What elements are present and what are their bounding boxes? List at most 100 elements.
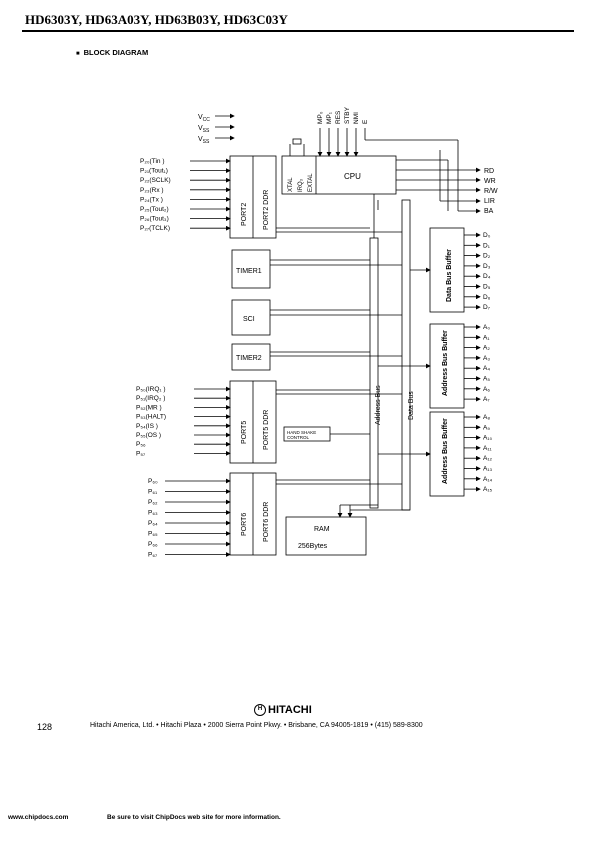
port6-pin-label: P₆₃ [148, 510, 158, 517]
port6-pin-label: P₆₆ [148, 541, 158, 548]
control-output-label: R/W [484, 188, 498, 195]
section-bullet: ■ [76, 51, 80, 57]
port2-pin-label: P₂₇(TCLK) [140, 225, 170, 232]
data-bus-line [401, 199, 411, 511]
address-pin-high-label: A₁₅ [483, 486, 493, 493]
handshake-label-2: CONTROL [287, 435, 309, 440]
sci-block [231, 299, 271, 336]
address-pin-low-label: A₀ [483, 324, 490, 331]
control-output-label: WR [484, 178, 496, 185]
port5-pin-label: P₅₀(IRQ₁ ) [136, 386, 166, 393]
data-pin-label: D₄ [483, 273, 491, 280]
company-address: Hitachi America, Ltd. • Hitachi Plaza • … [90, 722, 423, 729]
address-pin-low-label: A₃ [483, 355, 490, 362]
control-output-label: RD [484, 168, 494, 175]
port5-pin-label: P₅₄(IS ) [136, 423, 158, 430]
section-title: ■BLOCK DIAGRAM [76, 48, 148, 57]
handshake-label-1: HAND SHAKE [287, 430, 316, 435]
extal-label: EXTAL [308, 173, 314, 192]
address-bus-label: Address Bus [375, 385, 382, 425]
control-output-label: LIR [484, 198, 495, 205]
port2-pin-label: P₂₀(Tin ) [140, 158, 164, 165]
port6-pin-label: P₆₄ [148, 520, 158, 527]
port5-pin-label: P₅₁(IRQ₂ ) [136, 395, 165, 402]
port2-pin-label: P₂₆(Tout₃) [140, 216, 169, 223]
data-pin-label: D₆ [483, 294, 491, 301]
top-pin-label: E [362, 119, 369, 124]
address-pin-high-label: A₈ [483, 414, 490, 421]
data-pin-label: D₀ [483, 232, 491, 239]
timer2-label: TIMER2 [236, 355, 262, 362]
address-bus-line [369, 237, 379, 509]
sci-label: SCI [243, 316, 255, 323]
port5-label: PORT5 [241, 421, 248, 444]
hitachi-logo-mark: H [254, 704, 266, 716]
port6-pin-label: P₆₇ [148, 552, 157, 559]
page-header-title: HD6303Y, HD63A03Y, HD63B03Y, HD63C03Y [25, 12, 288, 27]
port2-pin-label: P₂₄(Tx ) [140, 196, 163, 203]
port2-pin-label: P₂₃(Rx ) [140, 187, 164, 194]
timer2-block [231, 343, 271, 371]
xtal-label: XTAL [288, 177, 294, 192]
vss2-label: VSS [198, 136, 210, 145]
port2-pin-label: P₂₁(Tout₁) [140, 168, 168, 175]
hitachi-logo-text: HITACHI [268, 704, 312, 716]
address-pin-low-label: A₂ [483, 345, 490, 352]
data-pin-label: D₁ [483, 242, 491, 249]
address-pin-high-label: A₁₂ [483, 455, 493, 462]
top-pin-label: MP₁ [326, 111, 333, 124]
port2-pin-label: P₂₅(Tout₂) [140, 206, 169, 213]
footer-site-link[interactable]: www.chipdocs.com [8, 814, 69, 821]
port5-pin-label: P₅₆ [136, 441, 146, 448]
top-pin-label: RES [335, 110, 342, 124]
top-pin-label: MP₀ [317, 111, 324, 124]
header-rule [22, 30, 574, 32]
vcc-label: VCC [198, 114, 210, 123]
address-pin-high-label: A₉ [483, 424, 490, 431]
port6-pin-label: P₆₀ [148, 478, 158, 485]
address-pin-low-label: A₁ [483, 334, 490, 341]
port5-pin-label: P₅₂(MR ) [136, 404, 162, 411]
address-pin-high-label: A₁₀ [483, 435, 493, 442]
port6-ddr-label: PORT6 DDR [263, 502, 270, 542]
ram-label: RAM [314, 526, 330, 533]
address-pin-low-label: A₄ [483, 365, 490, 372]
port6-pin-label: P₆₁ [148, 489, 158, 496]
port2-ddr-label: PORT2 DDR [263, 190, 270, 230]
address-pin-low-label: A₆ [483, 386, 490, 393]
page-number: 128 [37, 722, 53, 732]
section-title-text: BLOCK DIAGRAM [83, 48, 149, 57]
timer1-label: TIMER1 [236, 268, 262, 275]
port6-pin-label: P₆₂ [148, 499, 158, 506]
port5-ddr-label: PORT5 DDR [263, 410, 270, 450]
vss1-label: VSS [198, 125, 210, 134]
cpu-label: CPU [344, 172, 361, 181]
data-pin-label: D₃ [483, 263, 491, 270]
address-pin-high-label: A₁₁ [483, 445, 493, 452]
port2-pin-label: P₂₂(SCLK) [140, 177, 171, 184]
address-pin-low-label: A₇ [483, 396, 490, 403]
ram-block [285, 516, 367, 556]
port6-label: PORT6 [241, 513, 248, 536]
data-pin-label: D₅ [483, 284, 491, 291]
top-pin-label: STBY [344, 106, 351, 124]
address-pin-high-label: A₁₄ [483, 476, 493, 483]
address-bus-buffer-low-label: Address Bus Buffer [442, 330, 449, 396]
data-bus-label: Data Bus [408, 391, 415, 420]
address-bus-buffer-high-label: Address Bus Buffer [442, 418, 449, 484]
data-bus-buffer-label: Data Bus Buffer [446, 249, 453, 302]
timer1-block [231, 249, 271, 289]
top-pin-label: NMI [353, 112, 360, 124]
data-pin-label: D₂ [483, 253, 491, 260]
irq3-label: IRQ₃ [298, 178, 304, 192]
port6-pin-label: P₆₅ [148, 531, 158, 538]
address-pin-high-label: A₁₃ [483, 466, 493, 473]
control-output-label: BA [484, 208, 494, 215]
port5-pin-label: P₅₅(OS ) [136, 432, 161, 439]
data-pin-label: D₇ [483, 304, 490, 311]
port5-pin-label: P₅₇ [136, 450, 145, 457]
port2-label: PORT2 [241, 203, 248, 226]
address-pin-low-label: A₅ [483, 376, 490, 383]
